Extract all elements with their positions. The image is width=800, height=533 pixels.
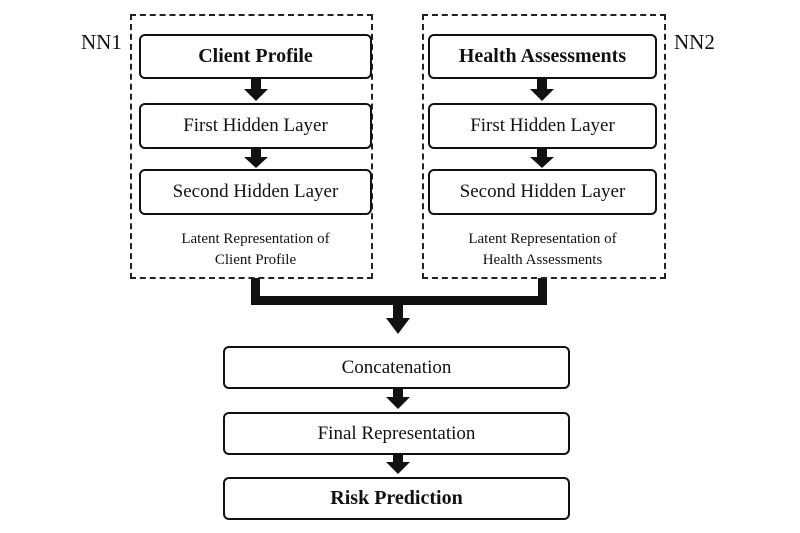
arrow-nn2-input-to-h1 xyxy=(530,79,554,101)
arrow-nn1-input-to-h1 xyxy=(244,79,268,101)
concatenation-box: Concatenation xyxy=(223,346,570,389)
nn2-label: NN2 xyxy=(674,30,715,54)
nn1-caption-line-1: Latent Representation of xyxy=(181,231,330,247)
nn2-second-hidden-layer: Second Hidden Layer xyxy=(428,169,657,215)
nn2-dashed-frame xyxy=(422,14,666,279)
risk-prediction-box: Risk Prediction xyxy=(223,477,570,520)
arrow-nn1-h1-to-h2 xyxy=(244,149,268,168)
arrow-concat-to-final xyxy=(386,389,410,409)
nn2-latent-caption: Latent Representation of Health Assessme… xyxy=(428,229,657,271)
nn1-dashed-frame xyxy=(130,14,373,279)
nn1-caption-line-2: Client Profile xyxy=(214,252,297,268)
nn1-first-hidden-layer: First Hidden Layer xyxy=(139,103,372,149)
merge-connector xyxy=(251,278,547,334)
nn1-second-hidden-layer: Second Hidden Layer xyxy=(139,169,372,215)
arrow-final-to-risk xyxy=(386,455,410,474)
nn1-label: NN1 xyxy=(81,30,122,54)
arrow-nn2-h1-to-h2 xyxy=(530,149,554,168)
nn1-latent-caption: Latent Representation of Client Profile xyxy=(139,229,372,271)
nn2-input-box: Health Assessments xyxy=(428,34,657,79)
nn2-caption-line-1: Latent Representation of xyxy=(468,231,617,247)
nn1-input-box: Client Profile xyxy=(139,34,372,79)
nn2-caption-line-2: Health Assessments xyxy=(482,252,603,268)
final-representation-box: Final Representation xyxy=(223,412,570,455)
nn2-first-hidden-layer: First Hidden Layer xyxy=(428,103,657,149)
